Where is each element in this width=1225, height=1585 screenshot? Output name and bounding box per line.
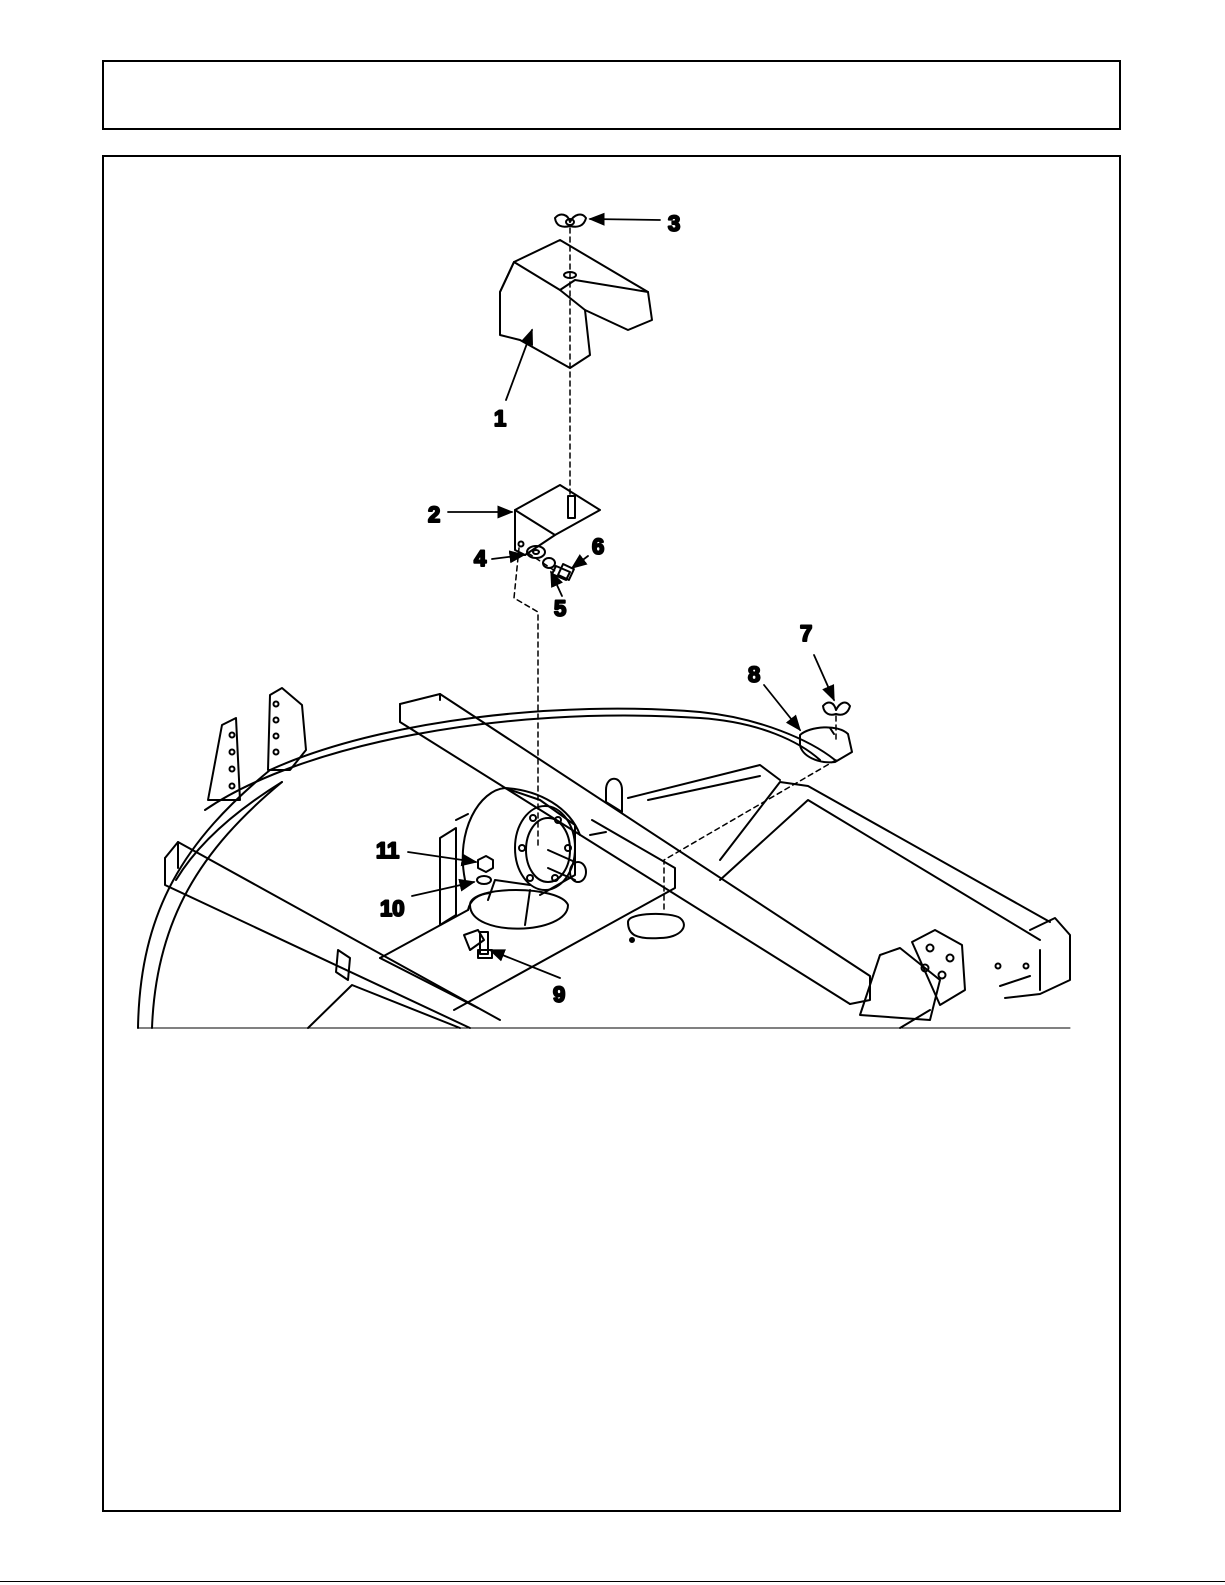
callout-7: 7 [800,621,812,646]
shield-cover-part-1 [500,240,652,368]
leader-9 [490,950,560,978]
callout-11: 11 [376,838,399,863]
page-bottom-rule [0,1581,1225,1582]
lock-washer-10 [477,876,491,884]
left-hitch-plate-rear [208,718,240,800]
leader-10 [412,882,474,896]
cover-plate-8 [800,727,852,762]
callout-8: 8 [748,662,760,687]
callout-2: 2 [428,502,440,527]
left-hitch-plate-front [268,688,306,770]
mower-deck [138,688,1070,1028]
leader-11 [408,852,476,862]
right-hitch-plate-front [860,948,940,1020]
callout-3: 3 [668,211,680,236]
callout-6: 6 [592,534,604,559]
callout-leaders [408,219,834,978]
gearbox [440,788,586,929]
right-hitch-plate-rear [912,930,965,1005]
callout-labels: 3 1 2 4 5 6 7 8 11 10 9 [376,211,812,1007]
wing-nut-7 [823,703,850,715]
callout-1: 1 [494,406,506,431]
callout-10: 10 [380,896,404,921]
leader-4 [492,555,524,559]
callout-4: 4 [474,546,487,571]
lock-washer-5 [543,558,555,568]
hex-nut-11 [478,856,493,872]
leader-8 [764,685,800,730]
leader-3 [590,219,660,220]
leader-6 [572,556,588,568]
leader-7 [814,655,834,700]
shield-bracket-part-2 [515,485,600,555]
callout-9: 9 [553,982,565,1007]
callout-5: 5 [554,596,566,621]
small-hardware [527,215,852,763]
